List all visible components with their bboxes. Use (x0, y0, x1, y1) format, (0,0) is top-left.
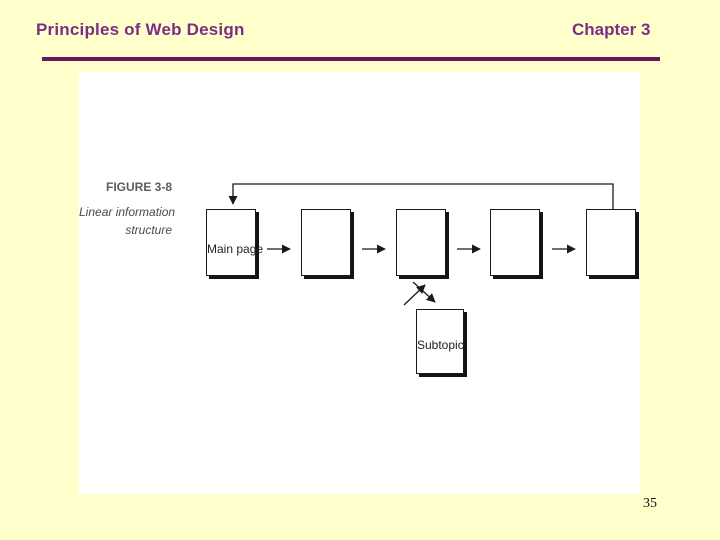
header-rule (42, 57, 660, 61)
page-box-5 (586, 209, 636, 276)
main-page-label: Main page (207, 242, 264, 256)
figure-caption: FIGURE 3-8 Linear information structure (79, 180, 176, 239)
diagram-connectors (228, 183, 614, 306)
subtopic-down-arrow (412, 281, 436, 303)
page-box-4 (490, 209, 540, 276)
main-page-box: Main page (206, 209, 264, 276)
subtopic-up-arrow (403, 284, 426, 306)
figure-panel: FIGURE 3-8 Linear information structure … (79, 72, 640, 494)
page-number: 35 (643, 496, 657, 511)
figure-caption-line-2: structure (125, 223, 172, 237)
figure-caption-line-1: Linear information (79, 205, 176, 219)
loop-back-arrow (228, 183, 614, 209)
slide-title: Principles of Web Design (36, 20, 245, 39)
subtopic-box: Subtopic (416, 309, 464, 374)
page-box-2 (301, 209, 351, 276)
page-box-3 (396, 209, 446, 276)
chapter-label: Chapter 3 (572, 20, 651, 39)
figure-label: FIGURE 3-8 (105, 180, 172, 194)
subtopic-label: Subtopic (417, 338, 464, 352)
